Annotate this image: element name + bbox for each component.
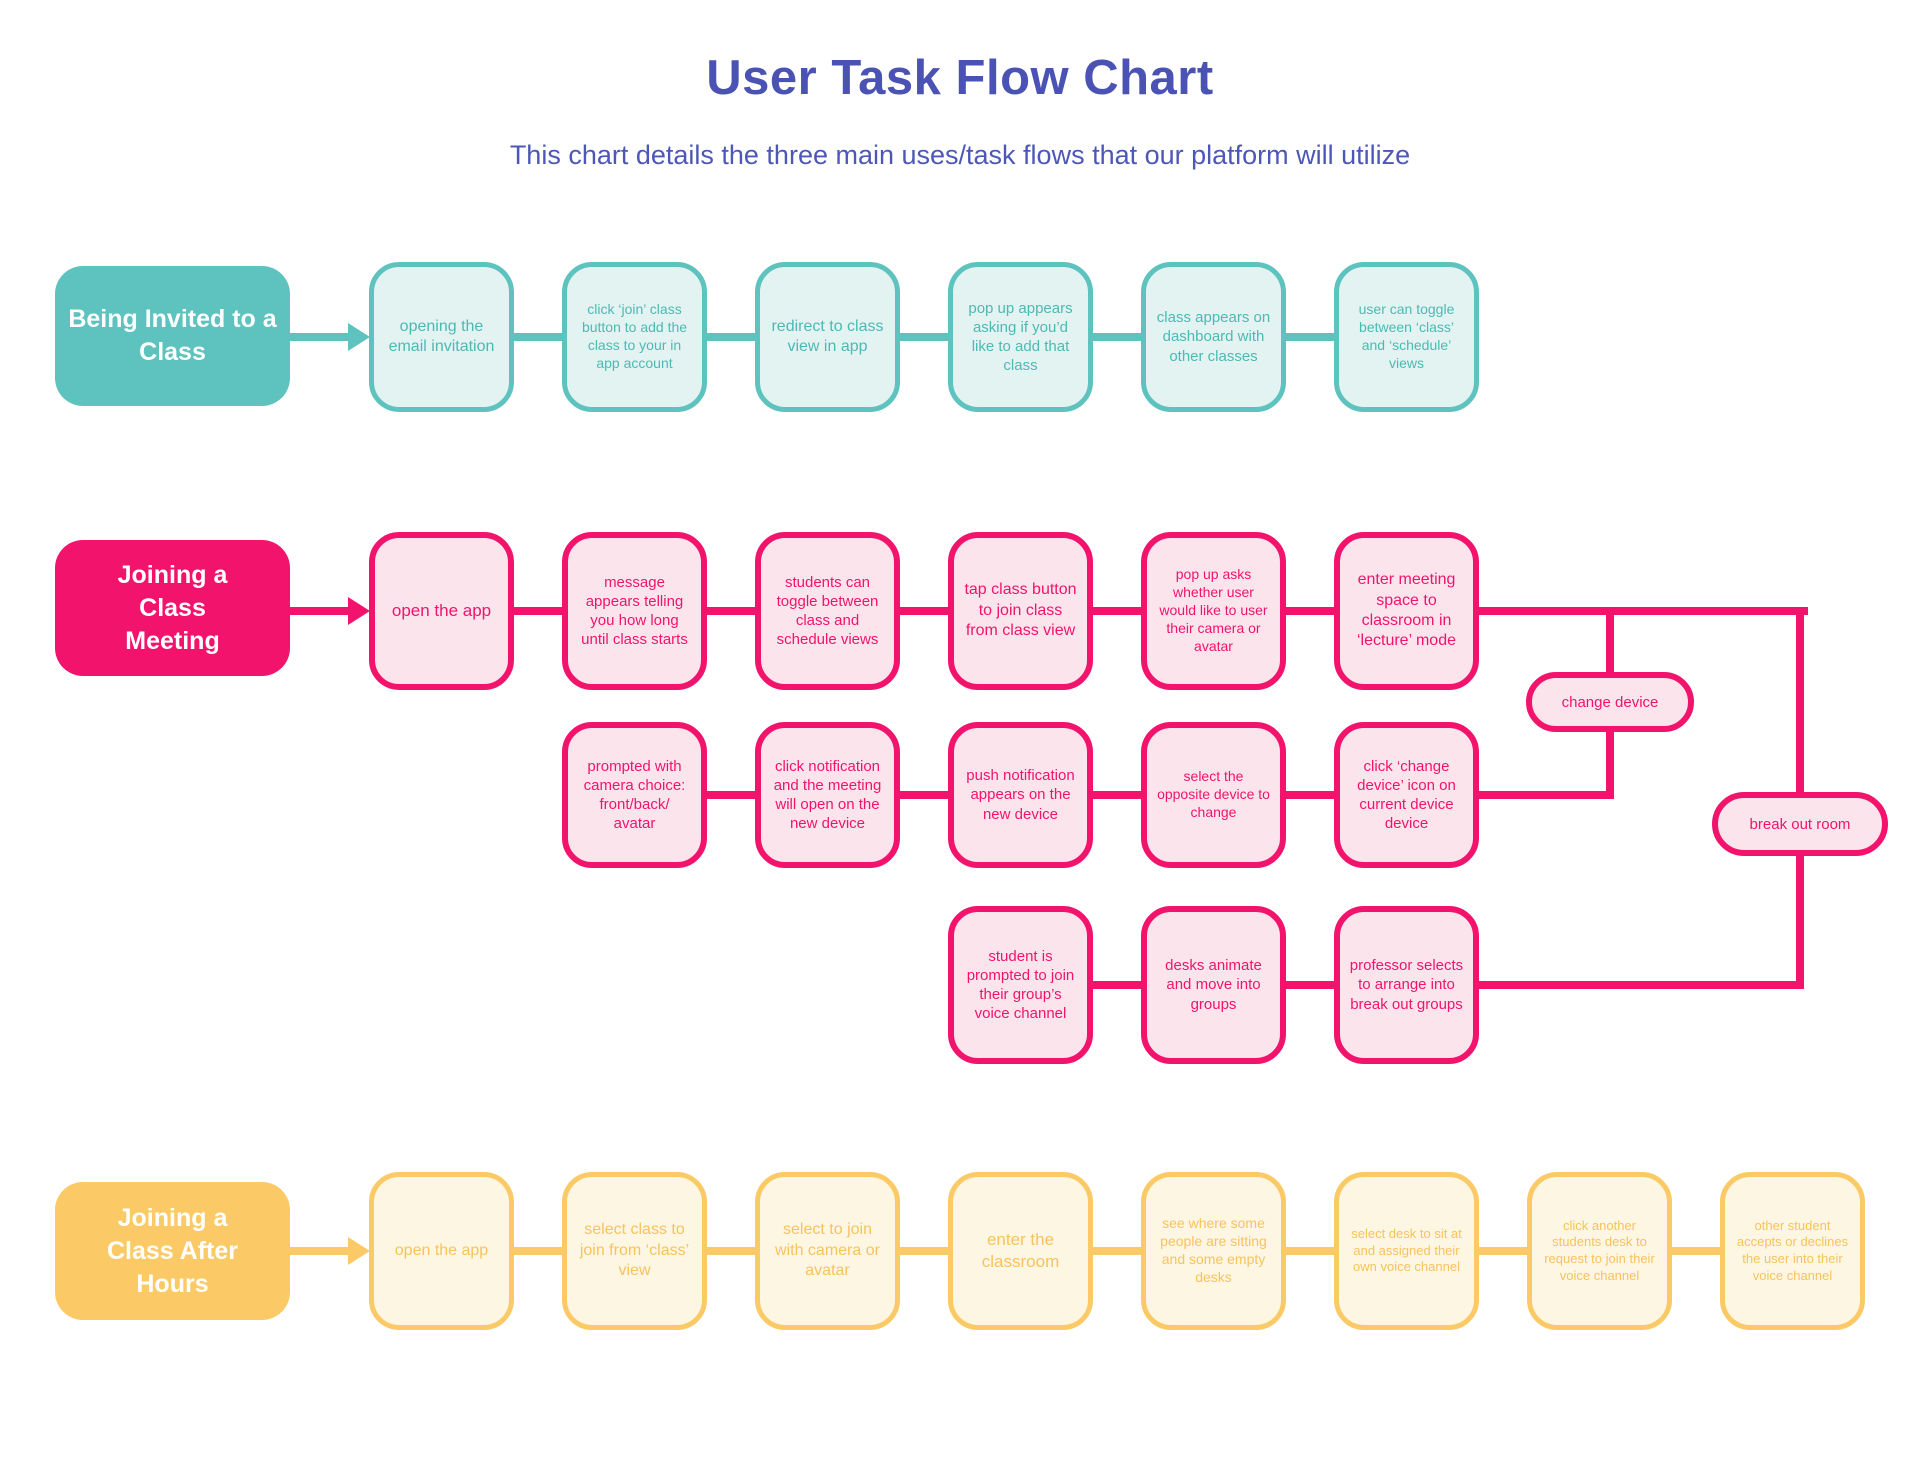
connector — [1286, 333, 1334, 341]
arrow-line — [290, 607, 348, 615]
step-box: click notification and the meeting will … — [755, 722, 900, 868]
connector — [900, 333, 948, 341]
step-box: redirect to class view in app — [755, 262, 900, 412]
connector — [514, 333, 562, 341]
connector — [1672, 1247, 1720, 1255]
connector — [514, 607, 562, 615]
flow-label-after-hours: Joining a Class After Hours — [55, 1182, 290, 1320]
step-box: select to join with camera or avatar — [755, 1172, 900, 1330]
arrow-line — [290, 1247, 348, 1255]
connector — [1479, 607, 1808, 615]
step-box: open the app — [369, 532, 514, 690]
step-box: professor selects to arrange into break … — [1334, 906, 1479, 1064]
flow-label-class-meeting: Joining a Class Meeting — [55, 540, 290, 676]
arrow-line — [290, 333, 348, 341]
arrow-right-icon — [348, 323, 370, 351]
step-box: message appears telling you how long unt… — [562, 532, 707, 690]
arrow-right-icon — [348, 1237, 370, 1265]
connector — [1286, 981, 1334, 989]
connector — [1093, 981, 1141, 989]
connector — [1286, 1247, 1334, 1255]
step-box: other student accepts or declines the us… — [1720, 1172, 1865, 1330]
connector — [1479, 981, 1804, 989]
step-box: select the opposite device to change — [1141, 722, 1286, 868]
connector — [900, 607, 948, 615]
page-title: User Task Flow Chart — [706, 51, 1214, 105]
step-box: click another students desk to request t… — [1527, 1172, 1672, 1330]
step-box: student is prompted to join their group’… — [948, 906, 1093, 1064]
connector — [1093, 791, 1141, 799]
connector — [707, 607, 755, 615]
step-box: open the app — [369, 1172, 514, 1330]
step-box: select class to join from ‘class’ view — [562, 1172, 707, 1330]
connector — [707, 791, 755, 799]
step-box: enter the classroom — [948, 1172, 1093, 1330]
connector — [900, 791, 948, 799]
step-box: push notification appears on the new dev… — [948, 722, 1093, 868]
page-subtitle: This chart details the three main uses/t… — [509, 140, 1411, 170]
connector — [1606, 730, 1614, 799]
flow-label-being-invited: Being Invited to a Class — [55, 266, 290, 406]
node-change-device: change device — [1526, 672, 1694, 732]
step-box: pop up asks whether user would like to u… — [1141, 532, 1286, 690]
connector — [707, 333, 755, 341]
connector — [707, 1247, 755, 1255]
connector — [1286, 791, 1334, 799]
step-box: click ‘change device’ icon on current de… — [1334, 722, 1479, 868]
connector — [1286, 607, 1334, 615]
step-box: see where some people are sitting and so… — [1141, 1172, 1286, 1330]
step-box: pop up appears asking if you’d like to a… — [948, 262, 1093, 412]
step-box: prompted with camera choice: front/back/… — [562, 722, 707, 868]
step-box: enter meeting space to classroom in ‘lec… — [1334, 532, 1479, 690]
connector — [1093, 1247, 1141, 1255]
step-box: select desk to sit at and assigned their… — [1334, 1172, 1479, 1330]
step-box: desks animate and move into groups — [1141, 906, 1286, 1064]
step-box: click ‘join’ class button to add the cla… — [562, 262, 707, 412]
connector — [1093, 333, 1141, 341]
step-box: user can toggle between ‘class’ and ‘sch… — [1334, 262, 1479, 412]
node-break-out-room: break out room — [1712, 792, 1888, 856]
connector — [1479, 1247, 1527, 1255]
connector — [900, 1247, 948, 1255]
step-box: class appears on dashboard with other cl… — [1141, 262, 1286, 412]
arrow-right-icon — [348, 597, 370, 625]
step-box: students can toggle between class and sc… — [755, 532, 900, 690]
step-box: tap class button to join class from clas… — [948, 532, 1093, 690]
flow-label-text: Being Invited to a Class — [68, 305, 277, 366]
connector — [1606, 607, 1614, 675]
connector — [1479, 791, 1614, 799]
connector — [1093, 607, 1141, 615]
connector — [514, 1247, 562, 1255]
flow-label-text: Joining a Class Meeting — [117, 560, 228, 655]
step-box: opening the email invitation — [369, 262, 514, 412]
flow-label-text: Joining a Class After Hours — [106, 1203, 239, 1298]
